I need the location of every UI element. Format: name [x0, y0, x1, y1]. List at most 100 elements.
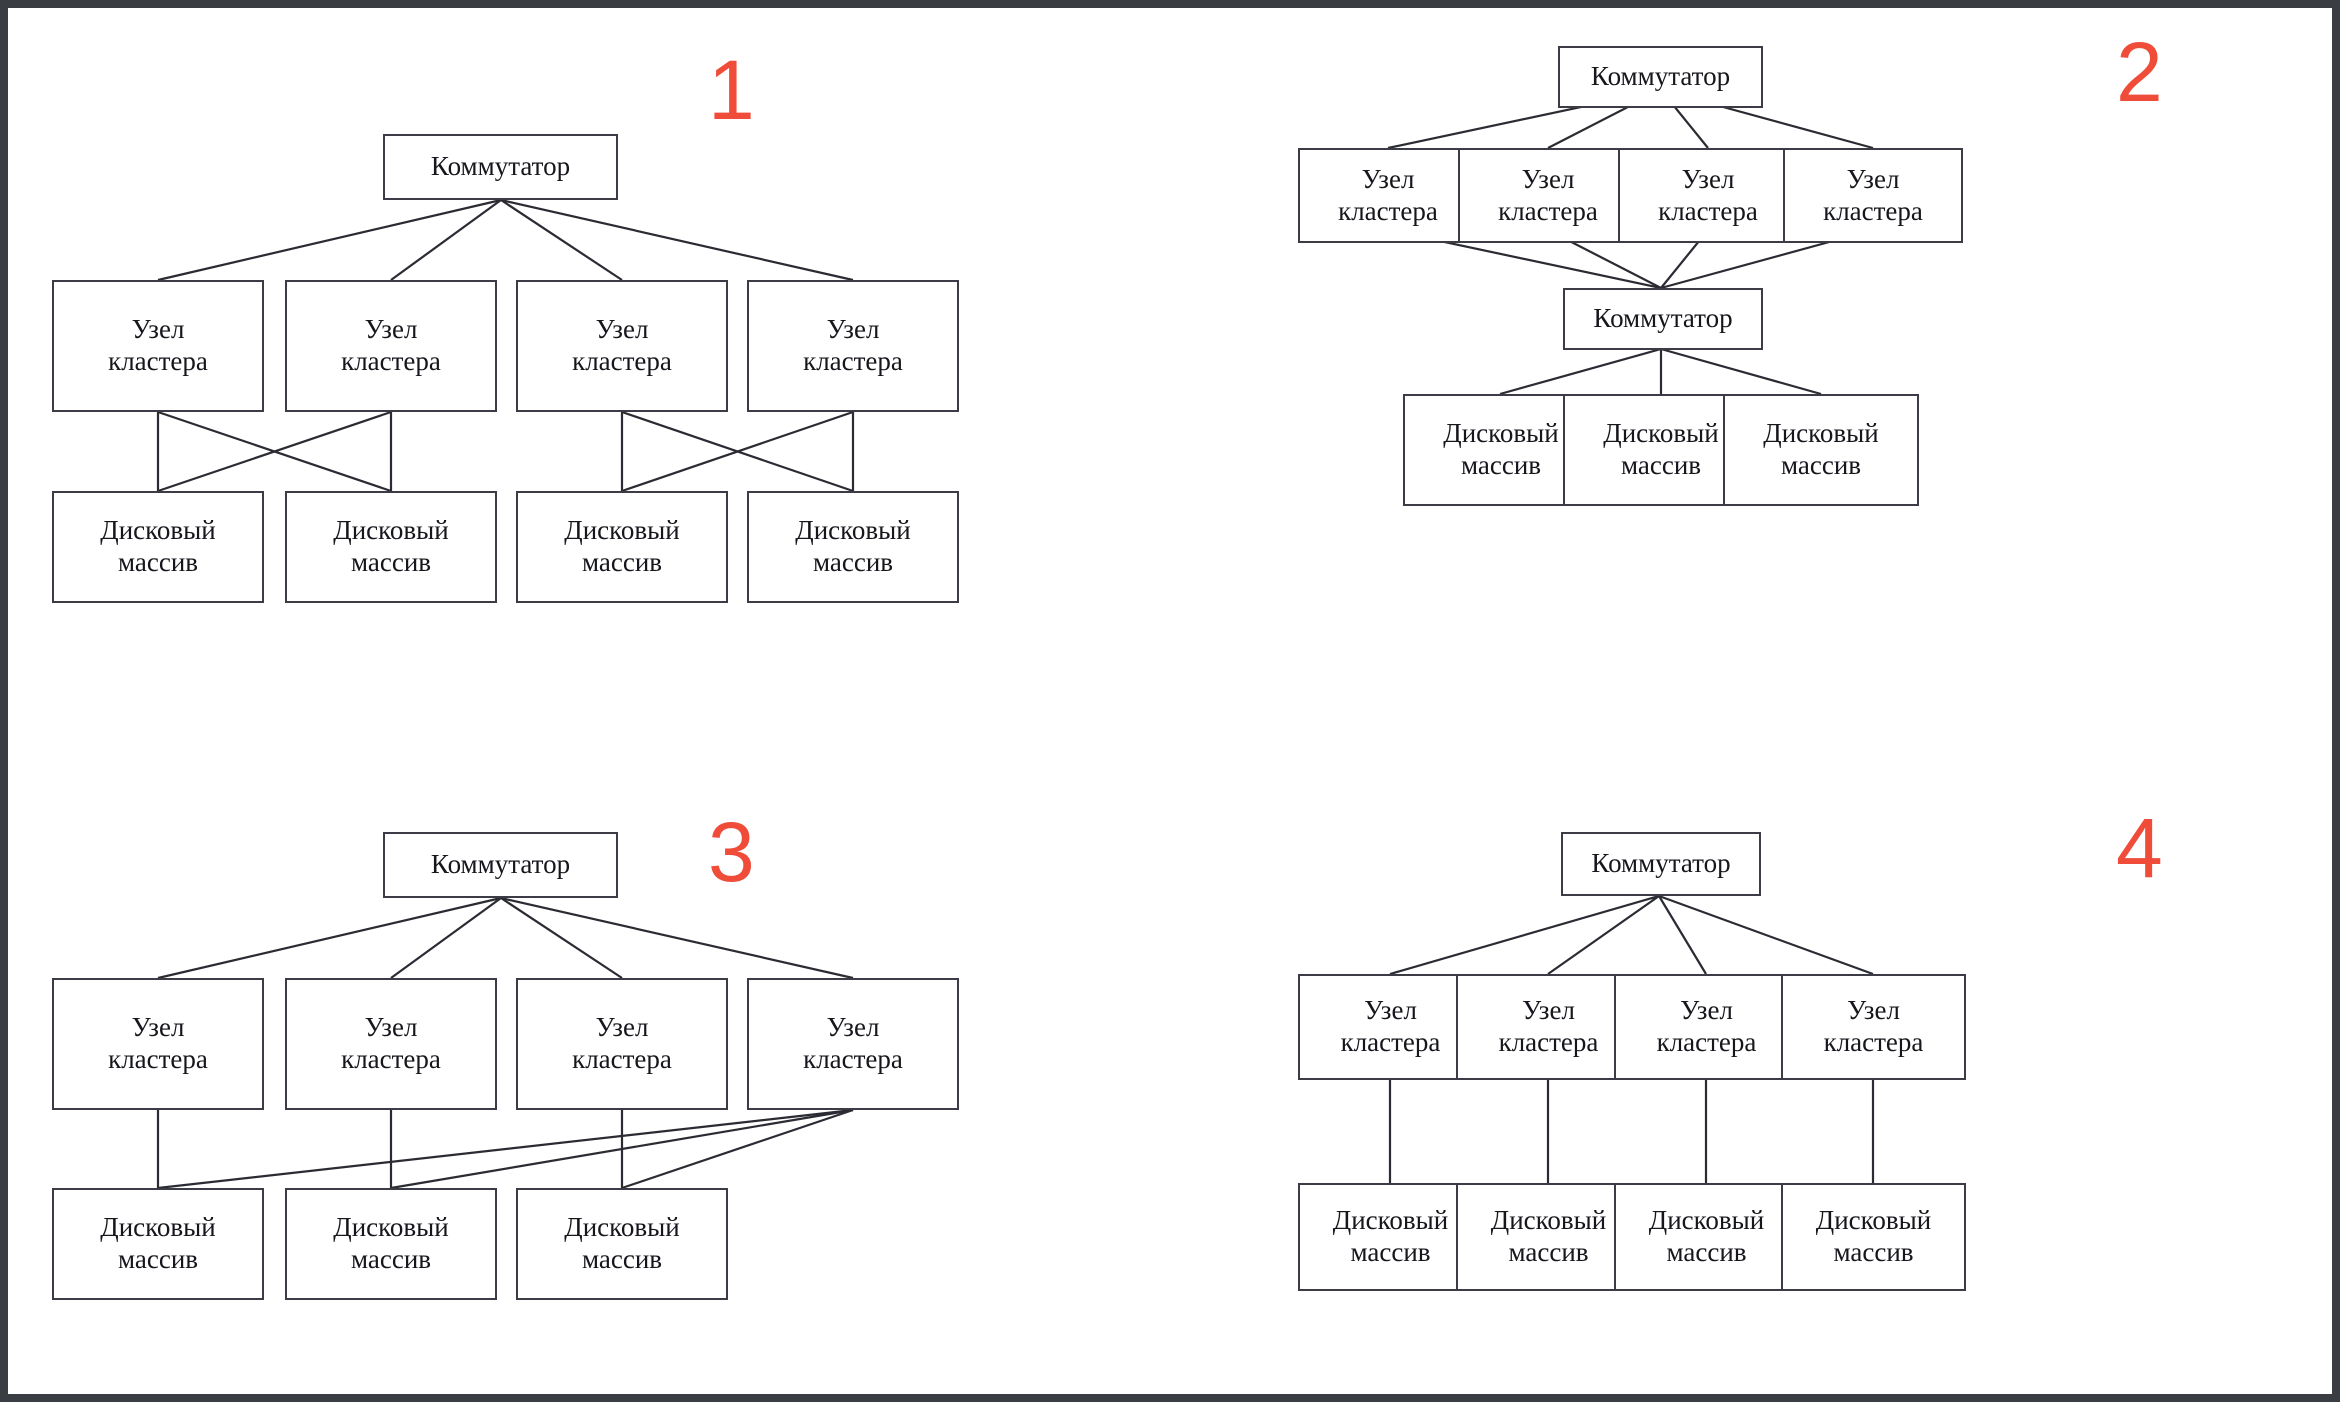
diagram-3-cluster-node-3[interactable]: Узел кластера	[516, 978, 728, 1110]
disk-array-label-line2: массив	[1350, 1237, 1431, 1267]
diagram-4-cluster-node-2[interactable]: Узел кластера	[1456, 974, 1641, 1080]
diagram-canvas: 1 Коммутатор Узел кластера Узел	[8, 8, 2332, 1394]
diagram-2-switch-top[interactable]: Коммутатор	[1558, 46, 1763, 108]
disk-array-label-line1: Дисковый	[1648, 1205, 1765, 1236]
disk-array-label-line1: Дисковый	[1763, 418, 1879, 449]
disk-array-label-line2: массив	[117, 1244, 199, 1274]
diagram-3-switch[interactable]: Коммутатор	[383, 832, 618, 898]
switch-label: Коммутатор	[1590, 61, 1731, 92]
cluster-node-label-line2: кластера	[1498, 1027, 1599, 1057]
diagram-2-cluster-node-2[interactable]: Узел кластера	[1458, 148, 1638, 243]
disk-array-label-line1: Дисковый	[1332, 1205, 1449, 1236]
diagram-4-switch[interactable]: Коммутатор	[1561, 832, 1761, 896]
cluster-node-label-line2: кластера	[1338, 195, 1438, 226]
cluster-node-label-line1: Узел	[826, 1012, 880, 1043]
disk-array-label-line2: массив	[1780, 450, 1862, 480]
cluster-node-label-line2: кластера	[803, 346, 903, 376]
diagram-2-cluster-node-3[interactable]: Узел кластера	[1618, 148, 1798, 243]
disk-array-label-line2: массив	[1666, 1237, 1747, 1267]
diagram-4-number: 4	[2116, 801, 2163, 895]
cluster-node-label-line2: кластера	[1823, 195, 1923, 226]
diagram-1-edges	[156, 198, 855, 493]
cluster-node-label-line1: Узел	[364, 1012, 418, 1043]
diagram-2-cluster-node-4[interactable]: Узел кластера	[1783, 148, 1963, 243]
diagram-1-disk-array-1[interactable]: Дисковый массив	[52, 491, 264, 603]
cluster-node-label-line1: Узел	[1680, 995, 1733, 1026]
disk-array-label-line2: массив	[1833, 1237, 1914, 1267]
disk-array-label-line1: Дисковый	[1815, 1205, 1932, 1236]
diagram-1-disk-array-2[interactable]: Дисковый массив	[285, 491, 497, 603]
disk-array-label-line1: Дисковый	[100, 515, 216, 546]
cluster-node-label-line2: кластера	[572, 346, 672, 376]
diagram-1-cluster-node-2[interactable]: Узел кластера	[285, 280, 497, 412]
cluster-node-label-line1: Узел	[1364, 995, 1417, 1026]
diagram-4-disk-array-3[interactable]: Дисковый массив	[1614, 1183, 1799, 1291]
diagram-2-switch-bottom[interactable]: Коммутатор	[1563, 288, 1763, 350]
diagram-2-disk-array-3[interactable]: Дисковый массив	[1723, 394, 1919, 506]
diagram-3-edges	[156, 896, 854, 1190]
diagram-3-disk-array-1[interactable]: Дисковый массив	[52, 1188, 264, 1300]
cluster-node-label-line2: кластера	[1823, 1027, 1924, 1057]
diagram-1-number: 1	[708, 43, 755, 137]
diagram-2-edges	[1387, 88, 1874, 396]
cluster-node-label-line2: кластера	[1340, 1027, 1441, 1057]
cluster-node-label-line2: кластера	[341, 1044, 441, 1074]
cluster-node-label-line2: кластера	[572, 1044, 672, 1074]
diagram-4-cluster-node-3[interactable]: Узел кластера	[1614, 974, 1799, 1080]
cluster-node-label-line2: кластера	[1498, 195, 1598, 226]
disk-array-label-line1: Дисковый	[1443, 418, 1559, 449]
cluster-node-label-line1: Узел	[1522, 995, 1575, 1026]
cluster-node-label-line1: Узел	[595, 1012, 649, 1043]
cluster-node-label-line2: кластера	[108, 1044, 208, 1074]
disk-array-label-line1: Дисковый	[1603, 418, 1719, 449]
diagram-1-switch[interactable]: Коммутатор	[383, 134, 618, 200]
diagram-4-edges	[1388, 894, 1875, 1183]
disk-array-label-line1: Дисковый	[100, 1212, 216, 1243]
cluster-node-label-line1: Узел	[1361, 163, 1415, 194]
cluster-node-label-line2: кластера	[1658, 195, 1758, 226]
disk-array-label-line1: Дисковый	[564, 1212, 680, 1243]
diagram-4-disk-array-2[interactable]: Дисковый массив	[1456, 1183, 1641, 1291]
disk-array-label-line2: массив	[812, 547, 894, 577]
diagram-1-cluster-node-1[interactable]: Узел кластера	[52, 280, 264, 412]
cluster-node-label-line2: кластера	[108, 346, 208, 376]
disk-array-label-line2: массив	[1508, 1237, 1589, 1267]
diagram-3-cluster-node-2[interactable]: Узел кластера	[285, 978, 497, 1110]
diagram-3-number: 3	[708, 805, 755, 899]
diagram-1-cluster-node-3[interactable]: Узел кластера	[516, 280, 728, 412]
diagram-3-disk-array-3[interactable]: Дисковый массив	[516, 1188, 728, 1300]
cluster-node-label-line1: Узел	[131, 314, 185, 345]
switch-label: Коммутатор	[1591, 848, 1731, 879]
disk-array-label-line1: Дисковый	[564, 515, 680, 546]
disk-array-label-line2: массив	[350, 547, 432, 577]
diagram-1-cluster-node-4[interactable]: Узел кластера	[747, 280, 959, 412]
diagram-3-cluster-node-1[interactable]: Узел кластера	[52, 978, 264, 1110]
diagram-3-disk-array-2[interactable]: Дисковый массив	[285, 1188, 497, 1300]
cluster-node-label-line1: Узел	[595, 314, 649, 345]
cluster-node-label-line2: кластера	[803, 1044, 903, 1074]
cluster-node-label-line1: Узел	[1521, 163, 1575, 194]
diagram-1-disk-array-3[interactable]: Дисковый массив	[516, 491, 728, 603]
diagram-4-cluster-node-1[interactable]: Узел кластера	[1298, 974, 1483, 1080]
disk-array-label-line2: массив	[581, 1244, 663, 1274]
cluster-node-label-line1: Узел	[1846, 163, 1900, 194]
disk-array-label-line2: массив	[1620, 450, 1702, 480]
disk-array-label-line1: Дисковый	[795, 515, 911, 546]
cluster-node-label-line1: Узел	[1681, 163, 1735, 194]
diagram-1-disk-array-4[interactable]: Дисковый массив	[747, 491, 959, 603]
diagram-4-disk-array-4[interactable]: Дисковый массив	[1781, 1183, 1966, 1291]
diagram-2: 2 Коммутатор Узел кластера Узел кл	[1278, 8, 2332, 708]
cluster-node-label-line2: кластера	[1656, 1027, 1757, 1057]
cluster-node-label-line1: Узел	[1847, 995, 1900, 1026]
switch-label: Коммутатор	[1593, 303, 1733, 334]
diagram-3-cluster-node-4[interactable]: Узел кластера	[747, 978, 959, 1110]
cluster-node-label-line1: Узел	[364, 314, 418, 345]
diagram-2-number: 2	[2116, 25, 2163, 119]
disk-array-label-line2: массив	[117, 547, 199, 577]
diagram-2-cluster-node-1[interactable]: Узел кластера	[1298, 148, 1478, 243]
switch-label: Коммутатор	[430, 849, 571, 880]
diagram-4-cluster-node-4[interactable]: Узел кластера	[1781, 974, 1966, 1080]
disk-array-label-line1: Дисковый	[1490, 1205, 1607, 1236]
cluster-node-label-line1: Узел	[131, 1012, 185, 1043]
disk-array-label-line1: Дисковый	[333, 1212, 449, 1243]
